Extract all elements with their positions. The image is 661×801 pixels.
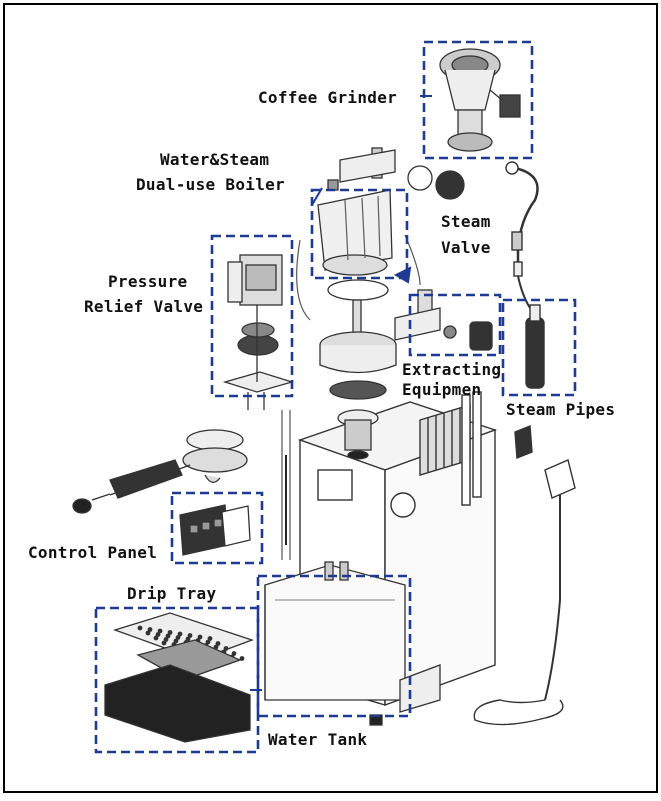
tray-hole <box>207 636 213 641</box>
tray-hole <box>173 638 179 644</box>
boiler-icon <box>317 147 465 276</box>
steam-valve-label-line2: Valve <box>441 238 491 257</box>
tray-hole <box>187 633 193 638</box>
portafilter-icon <box>72 429 248 514</box>
tray-hole <box>161 640 167 646</box>
tray-hole <box>223 646 229 651</box>
tray-hole <box>165 633 171 639</box>
steam-pipe-icon <box>505 161 545 389</box>
tray-hole <box>137 625 143 631</box>
extracting-label-line1: Extracting <box>402 360 502 379</box>
water-tank-label: Water Tank <box>268 730 368 749</box>
coffee-grinder-icon <box>439 48 521 152</box>
extracting-label-line2: Equipmen <box>402 380 482 399</box>
tray-hole <box>147 627 153 632</box>
tray-hole <box>167 630 173 635</box>
tray-hole <box>153 635 159 641</box>
coffee-grinder-label: Coffee Grinder <box>258 88 398 107</box>
water-tank-box <box>256 574 412 718</box>
tray-hole <box>215 641 221 646</box>
pressure-relief-valve-box <box>210 234 294 398</box>
control-panel-label: Control Panel <box>28 543 158 562</box>
pressure-relief-valve-icon <box>222 254 295 410</box>
leader-lines <box>250 95 432 691</box>
power-cord-icon <box>473 424 576 726</box>
water-tubes <box>281 234 421 560</box>
tray-hole <box>175 635 181 640</box>
tray-hole <box>185 636 191 642</box>
boiler-box <box>310 188 409 280</box>
tray-hole <box>197 634 203 640</box>
steam-pipes-box <box>501 298 577 397</box>
steam-pipes-label: Steam Pipes <box>506 400 616 419</box>
drip-tray-icon <box>104 612 254 743</box>
steam-valve-label-line1: Steam <box>441 212 491 231</box>
extracting-equipment-icon <box>394 289 493 351</box>
tray-hole <box>205 639 211 645</box>
tray-hole <box>177 631 183 637</box>
boiler-label-line2: Dual-use Boiler <box>136 175 285 194</box>
extracting-equipment-box <box>408 293 502 357</box>
group-head-icon <box>319 279 397 460</box>
outer-frame <box>3 3 658 793</box>
tray-hole <box>231 651 237 656</box>
tray-hole <box>155 632 161 637</box>
tray-hole <box>145 630 151 636</box>
tray-hole <box>163 637 169 642</box>
tray-hole <box>157 628 163 634</box>
pressure-relief-label-line1: Pressure <box>108 272 188 291</box>
control-panel-box <box>170 491 264 565</box>
control-panel-icon <box>179 504 251 556</box>
drip-tray-box <box>94 606 260 754</box>
pressure-relief-label-line2: Relief Valve <box>84 297 204 316</box>
drip-tray-label: Drip Tray <box>127 584 217 603</box>
boiler-label-line1: Water&Steam <box>160 150 270 169</box>
